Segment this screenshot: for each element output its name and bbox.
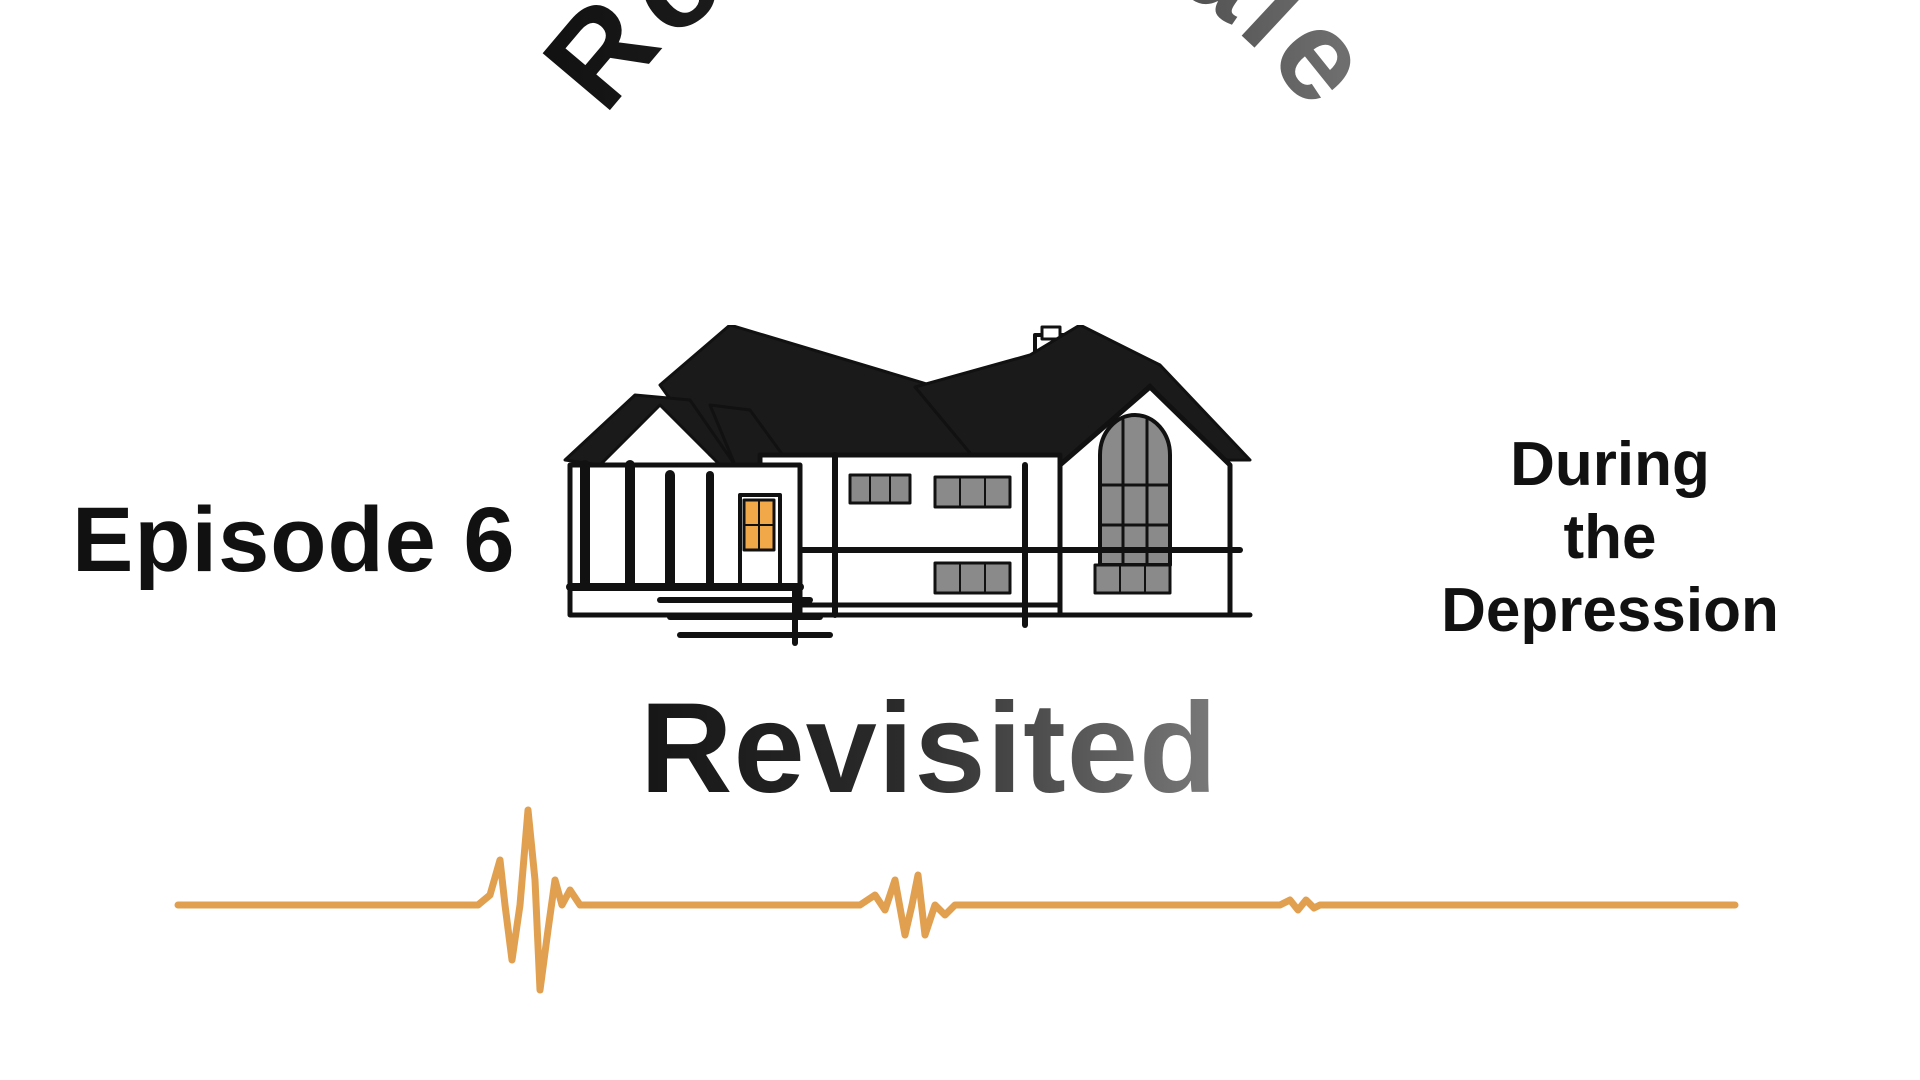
episode-subtitle: During the Depression	[1390, 428, 1830, 647]
house-illustration	[563, 325, 1253, 646]
subtitle-line: During	[1510, 430, 1710, 499]
subtitle-line: Depression	[1441, 576, 1779, 645]
subtitle-line: the	[1563, 503, 1657, 572]
episode-label: Episode 6	[72, 489, 516, 591]
show-title-main: Revisited	[640, 677, 1219, 820]
